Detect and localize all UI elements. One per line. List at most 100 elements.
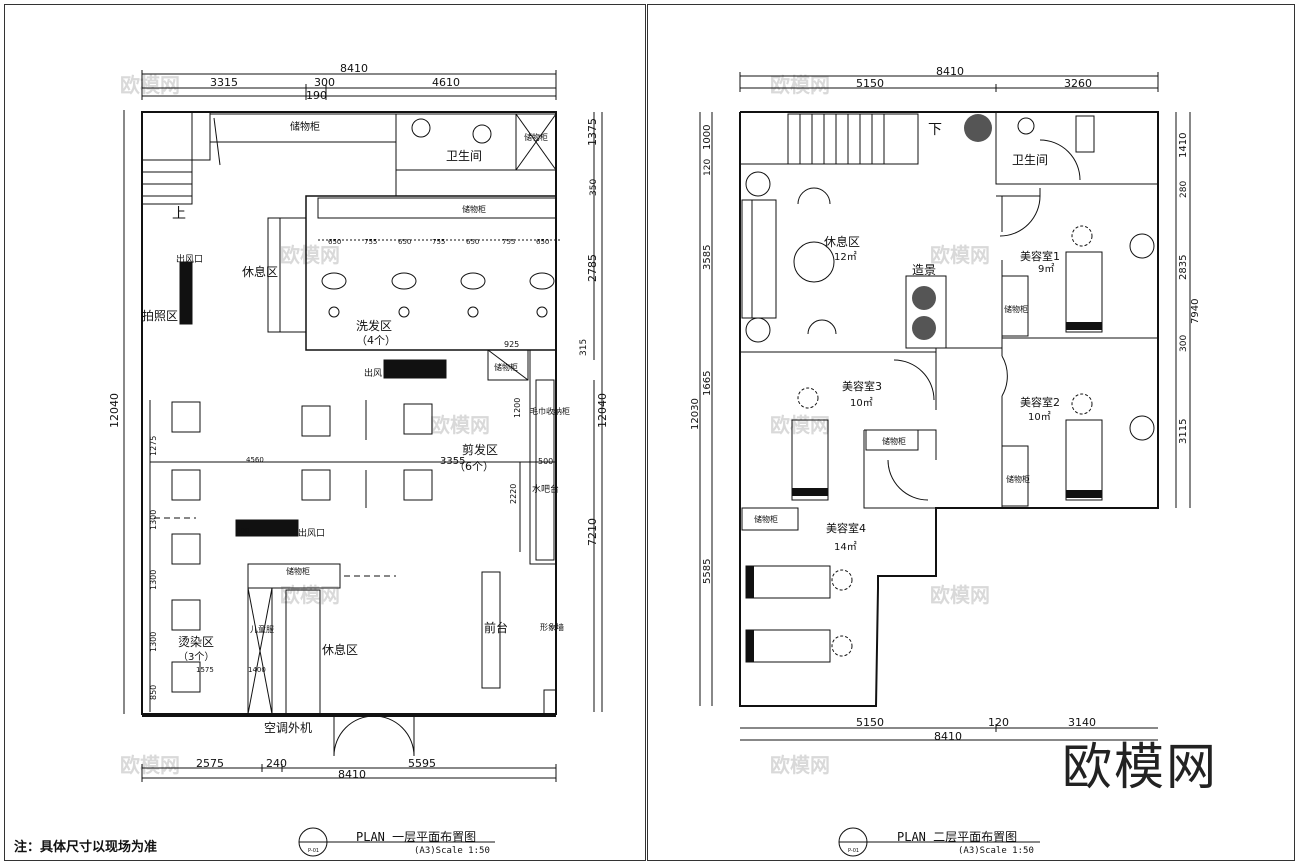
room-label: 9㎡ bbox=[1038, 263, 1054, 275]
dim-label: 3585 bbox=[702, 245, 713, 270]
room-label: （4个） bbox=[356, 334, 396, 347]
dim-label: 850 bbox=[149, 685, 158, 700]
room-label: （6个） bbox=[454, 460, 494, 473]
dim-label: 12030 bbox=[690, 398, 701, 430]
room-label: 储物柜 bbox=[1006, 474, 1030, 484]
room-label: 美容室4 bbox=[826, 521, 866, 535]
room-label: 储物柜 bbox=[882, 436, 906, 446]
dim-label: 1200 bbox=[513, 398, 522, 418]
dim-label: 650 bbox=[536, 238, 549, 246]
room-label: 10㎡ bbox=[1028, 411, 1051, 423]
right-plan bbox=[699, 72, 1191, 857]
watermark: 欧模网 bbox=[930, 243, 990, 267]
left-plan-labels: 8410 3315 300 4610 190 2575 240 5595 841… bbox=[108, 62, 609, 854]
room-label: 储物柜 bbox=[1004, 304, 1028, 314]
dim-label: 7940 bbox=[1190, 299, 1201, 324]
room-label: 储物柜 bbox=[754, 514, 778, 524]
left-plan-title: PLAN 一层平面布置图 bbox=[356, 830, 477, 844]
room-label: 儿童服 bbox=[250, 624, 274, 634]
room-label: 休息区 bbox=[824, 234, 860, 249]
room-label: 造景 bbox=[912, 263, 936, 277]
room-label: 上 bbox=[172, 206, 186, 222]
cut-chairs bbox=[171, 401, 433, 501]
watermark: 欧模网 bbox=[280, 583, 340, 607]
room-label: 形象墙 bbox=[540, 622, 564, 632]
watermark: 欧模网 bbox=[770, 753, 830, 777]
room-label: 空调外机 bbox=[264, 721, 312, 735]
room-label: 美容室1 bbox=[1020, 249, 1060, 263]
dim-label: 2785 bbox=[586, 254, 599, 282]
room-label: 储物柜 bbox=[286, 566, 310, 576]
room-label: 休息区 bbox=[242, 264, 278, 279]
dim-label: 1665 bbox=[702, 371, 713, 396]
room-label: 美容室3 bbox=[842, 379, 882, 393]
room-label: 剪发区 bbox=[462, 442, 498, 457]
room-label: 储物柜 bbox=[290, 120, 320, 133]
dim-label: 300 bbox=[314, 76, 335, 89]
dim-label: 3260 bbox=[1064, 77, 1092, 90]
dim-label: 5585 bbox=[702, 559, 713, 584]
dim-label: 500 bbox=[538, 457, 553, 466]
watermark: 欧模网 bbox=[770, 413, 830, 437]
right-plan-labels: 8410 5150 3260 5150 120 3140 8410 1000 1… bbox=[690, 65, 1201, 854]
room-label: 14㎡ bbox=[834, 541, 857, 553]
room-label: 水吧台 bbox=[532, 483, 559, 495]
dim-label: 2575 bbox=[196, 757, 224, 770]
room-label: 12㎡ bbox=[834, 251, 857, 263]
left-sheet-frame bbox=[4, 4, 646, 861]
room-label: 前台 bbox=[484, 620, 508, 635]
watermark: 欧模网 bbox=[120, 753, 180, 777]
room-label: 储物柜 bbox=[494, 362, 518, 372]
room-label: 10㎡ bbox=[850, 397, 873, 409]
dim-label: 1300 bbox=[149, 570, 158, 590]
watermark: 欧模网 bbox=[280, 243, 340, 267]
dim-label: 800 bbox=[236, 527, 249, 535]
watermark: 欧模网 bbox=[930, 583, 990, 607]
room-label: 毛巾收纳柜 bbox=[530, 406, 570, 416]
dim-label: 315 bbox=[579, 339, 589, 356]
room-label: 储物柜 bbox=[524, 132, 548, 142]
dim-label: 12040 bbox=[108, 393, 121, 428]
dim-label: 4560 bbox=[246, 456, 264, 464]
dim-label: 120 bbox=[988, 716, 1009, 729]
dim-label: 12040 bbox=[596, 393, 609, 428]
dim-label: 5150 bbox=[856, 716, 884, 729]
room-label: 出风口 bbox=[298, 527, 325, 539]
dim-label: 925 bbox=[504, 340, 519, 349]
brand-logo: 欧模网 bbox=[1062, 738, 1218, 796]
dim-label: 3140 bbox=[1068, 716, 1096, 729]
dim-label: 4610 bbox=[432, 76, 460, 89]
dim-label: 8410 bbox=[934, 730, 962, 743]
note-text: 注：具体尺寸以现场为准 bbox=[14, 840, 158, 855]
dim-label: 1400 bbox=[248, 666, 266, 674]
dim-label: 3355 bbox=[440, 456, 465, 467]
room-label: （3个） bbox=[178, 651, 214, 663]
dim-label: 1575 bbox=[196, 666, 214, 674]
dim-label: 5595 bbox=[408, 757, 436, 770]
dim-label: 1300 bbox=[149, 510, 158, 530]
dim-label: 5150 bbox=[856, 77, 884, 90]
drawing-tag: P-01 bbox=[848, 848, 859, 854]
room-label: 出风 bbox=[364, 367, 382, 379]
dim-label: 650 bbox=[466, 238, 479, 246]
room-label: 休息区 bbox=[322, 642, 358, 657]
dim-label: 280 bbox=[1179, 181, 1189, 198]
dim-label: 755 bbox=[432, 238, 445, 246]
right-sheet-frame bbox=[647, 4, 1295, 861]
room-label: 储物柜 bbox=[462, 204, 486, 214]
right-plan-scale: (A3)Scale 1:50 bbox=[958, 846, 1034, 856]
dim-label: 1375 bbox=[586, 118, 599, 146]
dim-label: 1275 bbox=[149, 436, 158, 456]
room-label: 美容室2 bbox=[1020, 395, 1060, 409]
dim-label: 350 bbox=[589, 179, 599, 196]
room-label: 拍照区 bbox=[142, 308, 178, 323]
drawing-tag: P-01 bbox=[308, 848, 319, 854]
room-label: 卫生间 bbox=[1012, 153, 1048, 167]
dim-label: 190 bbox=[306, 89, 327, 102]
right-plan-title: PLAN 二层平面布置图 bbox=[897, 830, 1018, 844]
dim-label: 1300 bbox=[149, 632, 158, 652]
watermark: 欧模网 bbox=[120, 73, 180, 97]
dim-label: 2835 bbox=[1178, 255, 1189, 280]
dim-label: 650 bbox=[398, 238, 411, 246]
right-plan-fills bbox=[746, 114, 1102, 662]
